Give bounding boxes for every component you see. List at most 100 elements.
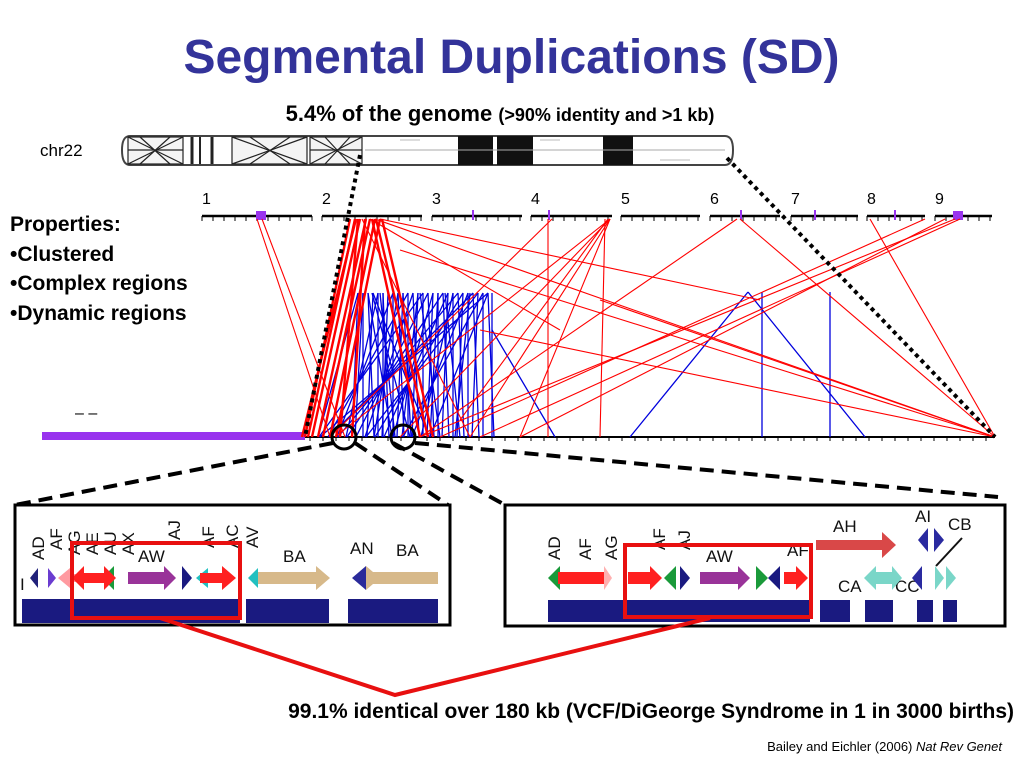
intra-link (869, 218, 996, 438)
inter-link (354, 292, 364, 438)
intra-link (459, 218, 609, 421)
intra-link (519, 218, 611, 438)
intra-link (599, 299, 996, 438)
box-label: BA (283, 547, 306, 566)
intra-link (329, 218, 553, 438)
inter-link (491, 329, 556, 438)
ruler-marker (953, 211, 963, 220)
intra-link (361, 218, 471, 438)
intra-link (350, 218, 367, 438)
intra-link (316, 218, 368, 438)
box-label: CC (895, 577, 920, 596)
inter-link (346, 292, 444, 438)
intra-link (399, 249, 996, 438)
ruler-number-6: 6 (710, 191, 719, 208)
inter-link (345, 292, 379, 438)
left-detail-panel: I AD AF AG AE AU AX AW AJ AF AC AV BA AN… (13, 503, 452, 627)
inter-link (355, 292, 429, 438)
box-label: AV (243, 526, 262, 548)
intra-link (479, 218, 961, 438)
inter-link (371, 292, 411, 438)
inter-link (402, 292, 484, 438)
inter-link (629, 291, 749, 438)
intra-link (419, 218, 956, 438)
box-label: AJ (675, 530, 694, 550)
box-label: AF (576, 538, 595, 560)
inter-link (374, 292, 464, 438)
inter-link (419, 292, 441, 438)
ruler-numbers: 1 2 3 4 5 6 7 8 9 (202, 191, 944, 208)
inter-duplication-links (317, 291, 866, 438)
box-label: AD (29, 536, 48, 560)
intra-link (379, 218, 761, 301)
bottom-caption: 99.1% identical over 180 kb (VCF/DiGeorg… (288, 700, 1014, 723)
slide-title: Segmental Duplications (SD) (183, 31, 840, 84)
highlight-box (623, 543, 813, 619)
citation: Bailey and Eichler (2006) Nat Rev Genet (767, 739, 1002, 754)
ruler-marker (256, 211, 266, 220)
inter-link (381, 292, 389, 438)
box-label: AJ (165, 520, 184, 540)
intra-link (256, 218, 331, 438)
citation-authors: Bailey and Eichler (2006) (767, 739, 913, 754)
intra-link (380, 218, 435, 438)
baseline-ticks (309, 437, 987, 441)
intra-link (310, 218, 362, 438)
ruler-number-4: 4 (531, 191, 540, 208)
box-label: I (20, 575, 25, 594)
chromosome-ideogram (120, 135, 735, 166)
intra-link (519, 218, 946, 438)
property-dynamic-regions: •Dynamic regions (10, 301, 187, 325)
baseline-highlight (42, 432, 305, 440)
subtitle-main: 5.4% of the genome (285, 101, 493, 126)
intra-link (334, 218, 611, 438)
dash-mark: – – (75, 405, 97, 422)
inter-link (379, 292, 396, 438)
intra-link (479, 329, 996, 438)
highlight-connector (159, 616, 711, 698)
intra-link (469, 218, 611, 438)
intra-link (439, 218, 926, 438)
highlight-box (70, 541, 242, 620)
inter-link (442, 292, 450, 438)
box-label: CA (838, 577, 862, 596)
intra-link (599, 218, 606, 438)
intra-link (374, 218, 430, 438)
intra-link (419, 218, 738, 438)
property-complex-regions: •Complex regions (10, 272, 188, 295)
ruler-ticks (201, 216, 991, 221)
inter-link (336, 292, 394, 438)
intra-duplication-links (256, 218, 996, 438)
intra-link (261, 218, 346, 438)
box-label: BA (396, 541, 419, 560)
callout-lines (14, 441, 999, 507)
ruler-number-8: 8 (867, 191, 876, 208)
box-label: AI (915, 507, 931, 526)
citation-journal: Nat Rev Genet (916, 739, 1002, 754)
intra-link (338, 218, 360, 438)
subtitle-detail: (>90% identity and >1 kb) (498, 105, 715, 125)
box-label: CB (948, 515, 972, 534)
inter-link (471, 292, 479, 438)
ruler-number-2: 2 (322, 191, 331, 208)
ruler-number-7: 7 (791, 191, 800, 208)
box-label: AW (138, 547, 165, 566)
inter-link (427, 292, 435, 438)
ruler-number-5: 5 (621, 191, 630, 208)
inter-link (747, 291, 866, 438)
zoom-line-right (725, 156, 997, 439)
intra-link (328, 218, 377, 438)
intra-link (399, 218, 611, 438)
box-label: AH (833, 517, 857, 536)
intra-link (739, 218, 996, 438)
box-label: AG (602, 535, 621, 560)
ruler-number-9: 9 (935, 191, 944, 208)
intra-link (369, 218, 561, 331)
ruler-number-3: 3 (432, 191, 441, 208)
right-detail-panel: AD AF AG AF AJ AW AF AH CA CC AI CB (503, 503, 1007, 628)
box-label: AN (350, 539, 374, 558)
inter-link (396, 292, 404, 438)
region-circle (330, 423, 358, 451)
chromosome-label: chr22 (40, 141, 83, 160)
inter-link (337, 292, 459, 438)
